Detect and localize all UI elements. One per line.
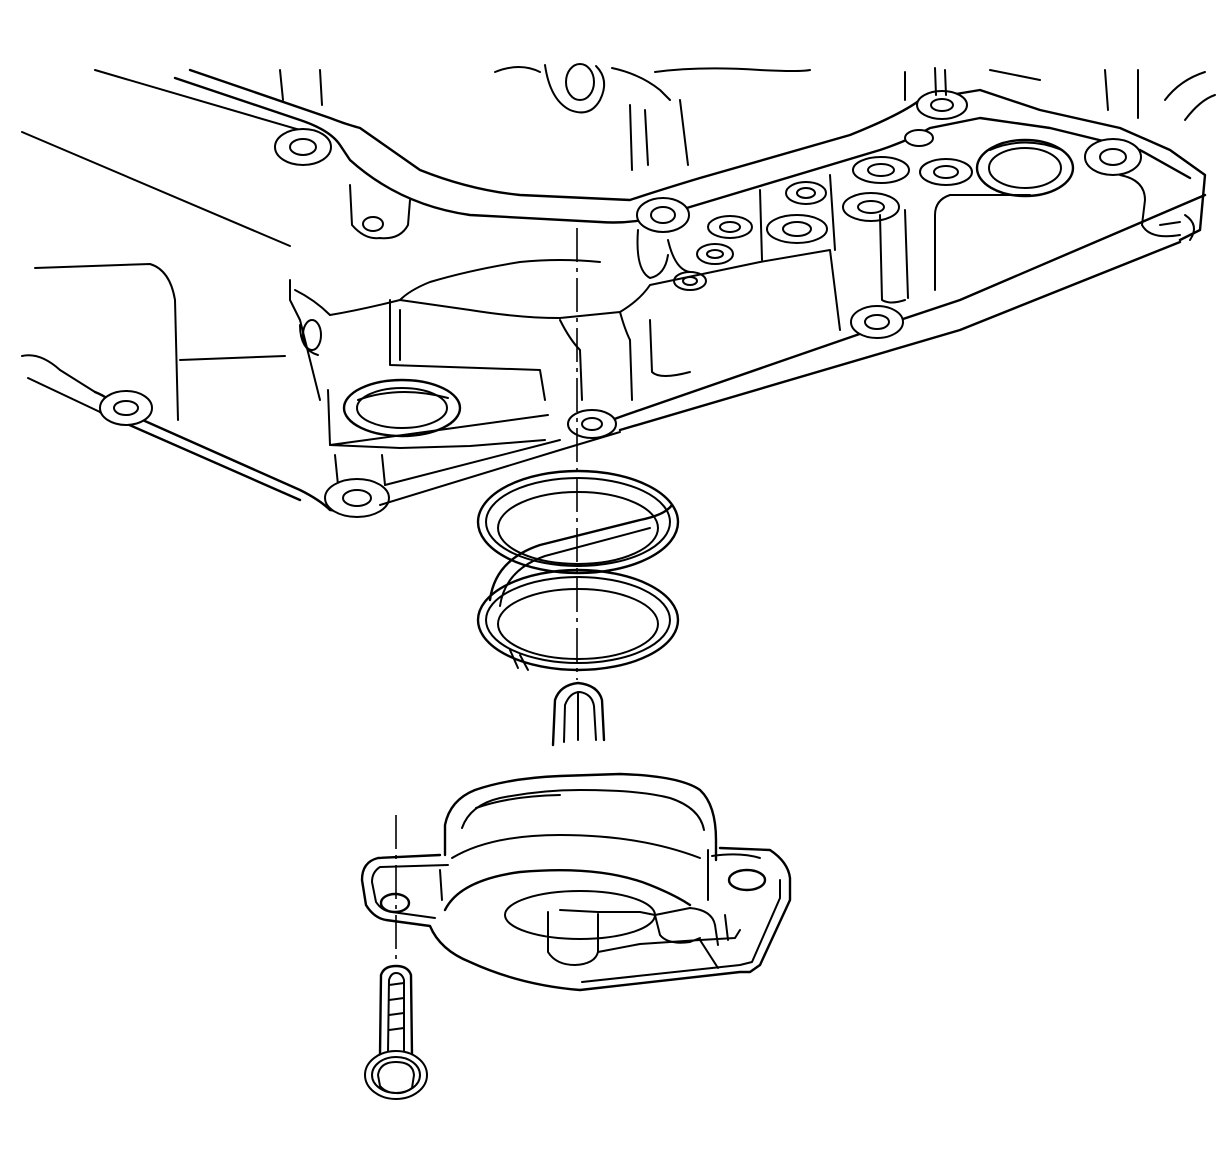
filter-assembly bbox=[360, 681, 792, 992]
center-lines bbox=[395, 228, 578, 965]
o-ring-seals bbox=[476, 469, 680, 672]
bolt bbox=[364, 964, 428, 1100]
transmission-case bbox=[21, 63, 1216, 518]
